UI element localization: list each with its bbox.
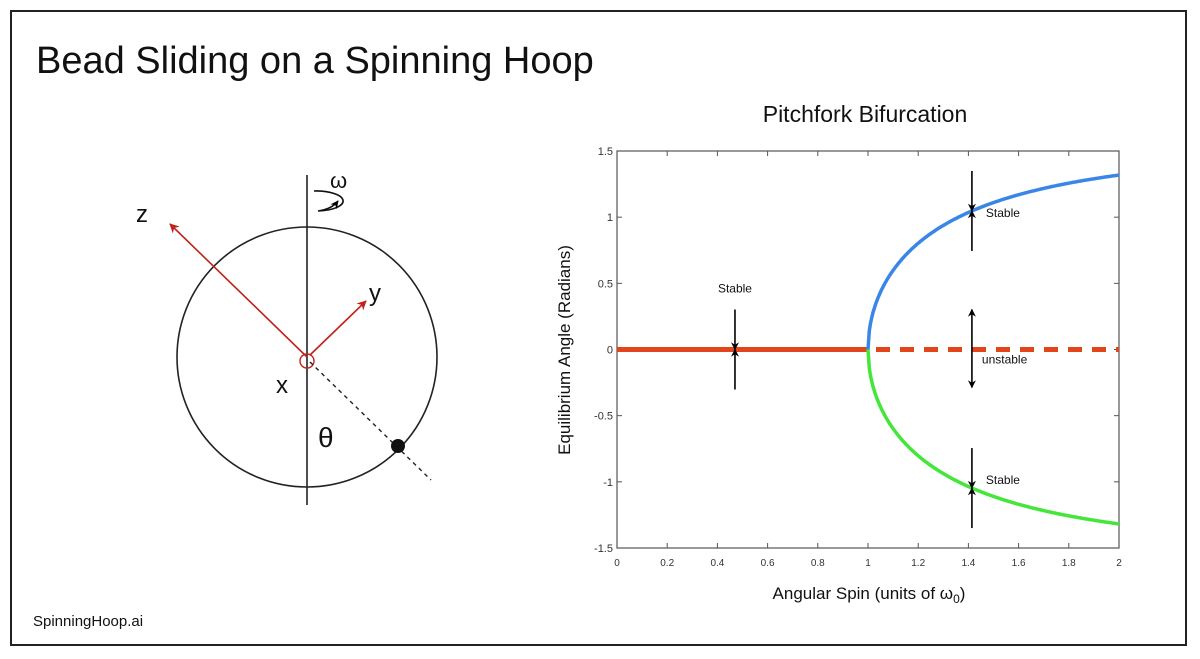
y-tick-label: 0.5 [598,278,613,290]
theta-label: θ [318,422,334,453]
x-axis-label: Angular Spin (units of ω0) [773,584,966,606]
y-label: y [369,280,381,307]
y-axis-label: Equilibrium Angle (Radians) [555,245,574,455]
x-tick-label: 1 [865,558,871,569]
x-axis-label-end: ) [960,584,966,603]
annotation-label: Stable [986,206,1020,220]
x-tick-label: 2 [1116,558,1122,569]
x-tick-label: 1.6 [1012,558,1026,569]
x-axis-label-text: Angular Spin (units of ω [773,584,954,603]
y-tick-label: -0.5 [594,411,613,423]
x-tick-label: 0.2 [660,558,674,569]
x-tick-label: 0.8 [811,558,825,569]
chart-title: Pitchfork Bifurcation [763,101,968,127]
x-tick-label: 0 [614,558,620,569]
x-tick-label: 1.4 [961,558,975,569]
x-tick-label: 0.6 [761,558,775,569]
bifurcation-chart: Pitchfork Bifurcation 0 0.2 0.4 0.6 0.8 1 1.2 1… [555,101,1122,606]
rotation-arrow-icon [313,190,344,212]
y-tick-label: -1 [603,477,613,489]
y-axis-arrow [309,300,367,356]
z-label: z [136,201,148,228]
annotation-label: unstable [982,353,1028,367]
hoop-diagram: ω z y x θ [136,168,438,505]
x-axis-label-subscript: 0 [953,592,960,606]
footer-brand: SpinningHoop.ai [33,613,143,630]
x-label: x [276,372,288,399]
x-tick-label: 1.8 [1062,558,1076,569]
figure-frame [10,10,1187,646]
y-tick-label: 1 [607,212,613,224]
annotation-label: Stable [718,282,752,296]
series-line-lower-stable-branch [866,349,1120,526]
omega-label: ω [330,168,347,193]
x-tick-label: 1.2 [911,558,925,569]
z-axis-arrow [169,223,308,358]
y-tick-label: -1.5 [594,543,613,555]
series-line-upper-stable-branch [866,173,1120,350]
y-tick-label: 0 [607,345,613,357]
y-tick-label: 1.5 [598,146,613,158]
annotation-label: Stable [986,473,1020,487]
bead [391,439,405,453]
bead-radius-line [309,361,432,481]
x-axis-out-of-page-icon [299,353,315,369]
x-tick-label: 0.4 [710,558,724,569]
page-title: Bead Sliding on a Spinning Hoop [36,40,594,82]
